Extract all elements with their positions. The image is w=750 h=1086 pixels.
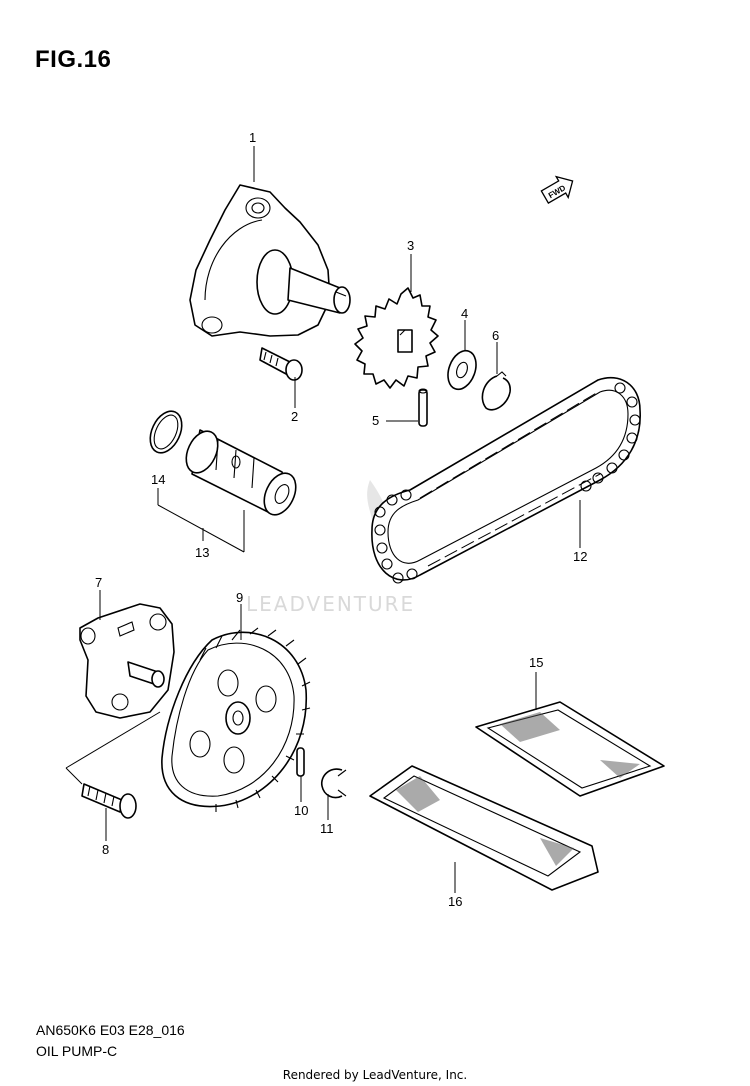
figure-title: FIG.16 [35,46,112,73]
callout-16: 16 [448,894,462,909]
callout-5: 5 [372,413,379,428]
callout-12: 12 [573,549,587,564]
callout-15: 15 [529,655,543,670]
callout-7: 7 [95,575,102,590]
part-screw-8 [81,783,137,819]
part-oil-screen-15 [475,701,665,797]
part-pump-cover-7 [79,603,175,719]
part-sprocket-3 [354,287,439,389]
watermark-text: LEADVENTURE [246,592,415,616]
part-oil-screen-16 [369,765,599,891]
callout-8: 8 [102,842,109,857]
part-pin-5 [418,388,428,427]
part-pin-10 [296,747,305,777]
callout-2: 2 [291,409,298,424]
chain-links-right [580,382,641,492]
callout-3: 3 [407,238,414,253]
callout-6: 6 [492,328,499,343]
part-e-clip-11 [320,768,347,799]
part-chain-12 [371,376,641,584]
part-driven-gear-9 [161,627,311,812]
callout-10: 10 [294,803,308,818]
callout-1: 1 [249,130,256,145]
part-o-ring-14 [149,410,183,454]
part-circlip-6 [481,371,511,411]
callout-9: 9 [236,590,243,605]
callout-11: 11 [320,821,334,836]
part-bolt-2 [259,347,303,381]
callout-14: 14 [151,472,165,487]
fwd-arrow-icon: FWD [540,175,574,204]
render-credit: Rendered by LeadVenture, Inc. [282,1068,468,1082]
part-washer-4 [447,349,477,391]
callout-13: 13 [195,545,209,560]
callout-4: 4 [461,306,468,321]
callout-labels: 1 2 3 4 5 6 7 8 9 10 11 12 13 14 15 16 [95,130,587,909]
part-relief-valve-13 [185,429,297,516]
diagram-subtitle: OIL PUMP-C [36,1043,118,1059]
leader-lines [65,146,581,893]
chain-links-left [374,489,418,584]
part-oil-pump-body [189,184,351,337]
diagram-code: AN650K6 E03 E28_016 [36,1022,185,1038]
